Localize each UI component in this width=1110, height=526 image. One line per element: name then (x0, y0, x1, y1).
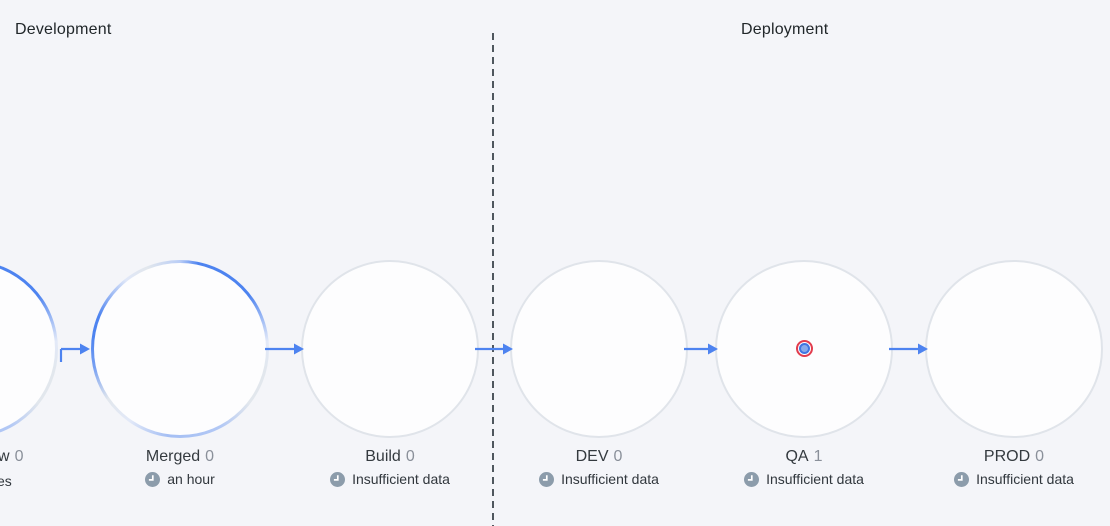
stage-count: 0 (14, 448, 24, 465)
arrowhead-icon (80, 343, 90, 355)
stage-name-fragment: w (0, 448, 10, 465)
stage-count: 1 (813, 448, 823, 465)
stage-circle-merged[interactable] (91, 260, 269, 438)
stage-count: 0 (205, 448, 215, 465)
clock-icon (954, 471, 970, 487)
section-title-development: Development (15, 21, 112, 38)
section-divider (492, 33, 494, 526)
stage-circle-dev[interactable] (510, 260, 688, 438)
clock-icon (330, 471, 346, 487)
clock-icon (539, 471, 555, 487)
stage-circle-build[interactable] (301, 260, 479, 438)
stage-name: PROD (983, 448, 1031, 465)
stage-sublabel: Insufficient data (352, 471, 450, 487)
stage-sublabel: Insufficient data (766, 471, 864, 487)
stage-metric-merged: an hour (60, 471, 300, 487)
stage-count: 0 (405, 448, 415, 465)
stage-circle-prod[interactable] (925, 260, 1103, 438)
work-item-dot-core (798, 343, 810, 354)
stage-name: Build (365, 448, 401, 465)
clock-icon (145, 471, 161, 487)
stage-metric-dev: Insufficient data (479, 471, 719, 487)
stage-count: 0 (613, 448, 623, 465)
stage-sublabel: Insufficient data (976, 471, 1074, 487)
stage-metric-build: Insufficient data (270, 471, 510, 487)
stage-sublabel-fragment: es (0, 473, 12, 489)
stage-count: 0 (1035, 448, 1045, 465)
section-title-deployment: Deployment (741, 21, 829, 38)
stage-sublabel: an hour (167, 471, 215, 487)
stage-name: QA (785, 448, 809, 465)
stage-metric-prod: Insufficient data (894, 471, 1110, 487)
work-item-dot[interactable] (795, 340, 813, 357)
clock-icon (744, 471, 760, 487)
stage-sublabel: Insufficient data (561, 471, 659, 487)
stage-name: DEV (575, 448, 609, 465)
stage-name: Merged (145, 448, 201, 465)
stage-metric-qa: Insufficient data (684, 471, 924, 487)
stage-circle-partial[interactable] (0, 260, 58, 438)
